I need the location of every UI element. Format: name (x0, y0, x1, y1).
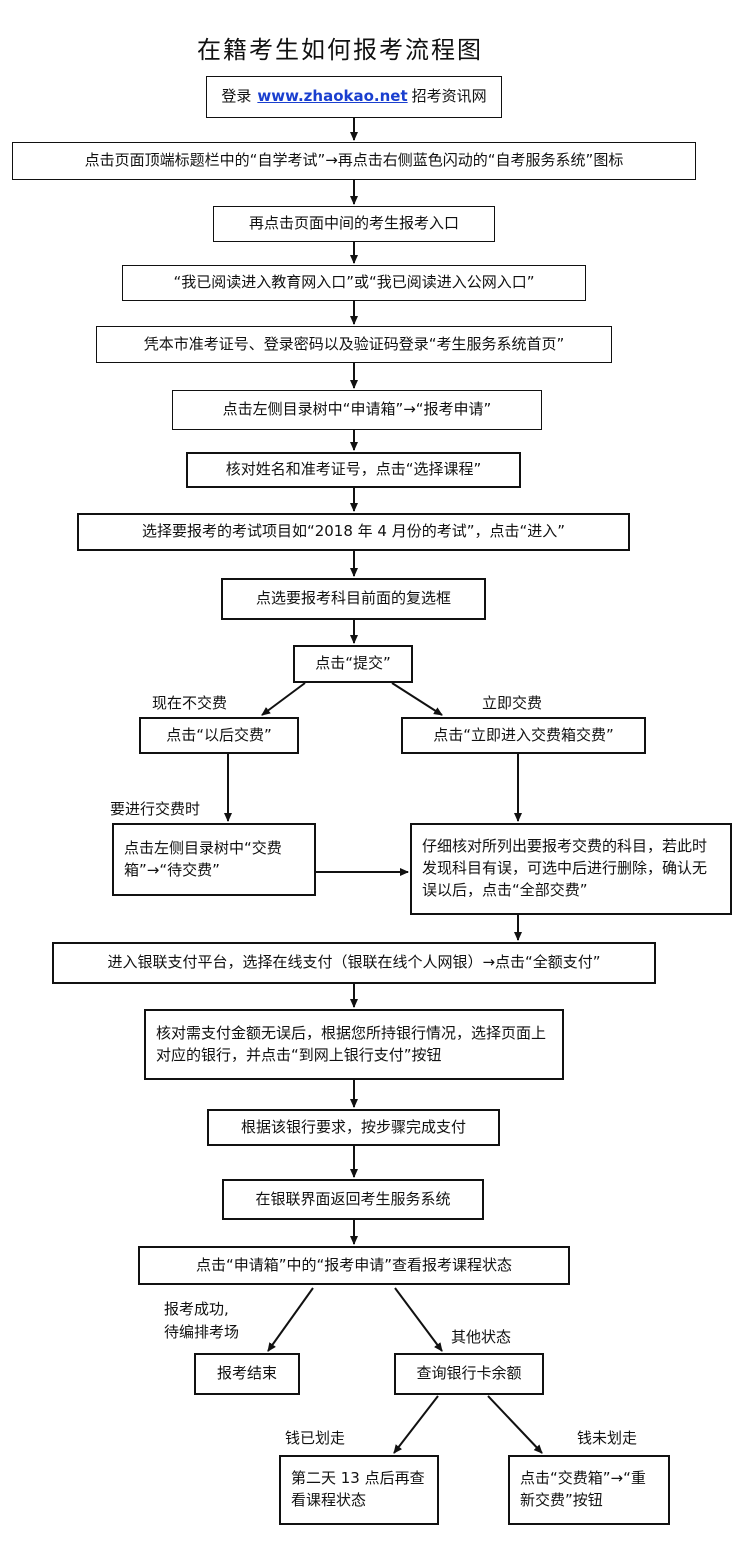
label-other-status: 其他状态 (451, 1328, 512, 1346)
label-success: 报考成功, 待编排考场 (164, 1298, 274, 1343)
step-text: 点击“申请箱”中的“报考申请”查看报考课程状态 (195, 1255, 513, 1274)
step-unionpay: 进入银联支付平台，选择在线支付（银联在线个人网银）→点击“全额支付” (52, 942, 656, 984)
step-pay-later: 点击“以后交费” (139, 717, 299, 754)
login-prefix: 登录 (221, 87, 252, 106)
label-success-line1: 报考成功, (164, 1300, 229, 1318)
step-text: “我已阅读进入教育网入口”或“我已阅读进入公网入口” (173, 273, 535, 292)
step-text: 点击“以后交费” (166, 725, 272, 744)
step-check-tomorrow: 第二天 13 点后再查看课程状态 (279, 1455, 439, 1525)
step-text: 第二天 13 点后再查看课程状态 (291, 1469, 425, 1509)
step-login-system: 凭本市准考证号、登录密码以及验证码登录“考生服务系统首页” (96, 326, 612, 363)
step-click-self-study: 点击页面顶端标题栏中的“自学考试”→再点击右侧蓝色闪动的“自考服务系统”图标 (12, 142, 696, 180)
step-query-balance: 查询银行卡余额 (394, 1353, 544, 1395)
step-submit: 点击“提交” (293, 645, 413, 683)
step-apply-box: 点击左侧目录树中“申请箱”→“报考申请” (172, 390, 542, 430)
step-text: 点选要报考科目前面的复选框 (255, 589, 451, 608)
arrow-to-not-taken (487, 1395, 543, 1454)
step-text: 核对需支付金额无误后，根据您所持银行情况，选择页面上对应的银行，并点击“到网上银… (156, 1023, 547, 1064)
step-text: 选择要报考的考试项目如“2018 年 4 月份的考试”，点击“进入” (141, 522, 566, 541)
step-choose-exam: 选择要报考的考试项目如“2018 年 4 月份的考试”，点击“进入” (77, 513, 630, 551)
site-link[interactable]: www.zhaokao.net (257, 87, 408, 106)
step-text: 报考结束 (216, 1364, 277, 1383)
login-suffix: 招考资讯网 (411, 87, 487, 106)
step-text: 点击页面顶端标题栏中的“自学考试”→再点击右侧蓝色闪动的“自考服务系统”图标 (84, 151, 624, 170)
step-pending-payment: 点击左侧目录树中“交费箱”→“待交费” (112, 823, 316, 896)
label-pay-now: 立即交费 (482, 694, 543, 712)
step-check-status: 点击“申请箱”中的“报考申请”查看报考课程状态 (138, 1246, 570, 1285)
label-when-pay: 要进行交费时 (110, 800, 201, 818)
step-end: 报考结束 (194, 1353, 300, 1395)
label-no-pay-now: 现在不交费 (152, 694, 228, 712)
step-login: 登录 www.zhaokao.net 招考资讯网 (206, 76, 502, 118)
step-text: 查询银行卡余额 (416, 1364, 522, 1383)
arrow-to-end (267, 1287, 314, 1352)
step-text: 点击“立即进入交费箱交费” (433, 725, 614, 744)
step-text: 点击“交费箱”→“重新交费”按钮 (520, 1469, 646, 1509)
step-text: 点击“提交” (315, 654, 391, 673)
step-text: 点击左侧目录树中“交费箱”→“待交费” (124, 838, 282, 879)
step-text: 核对姓名和准考证号，点击“选择课程” (225, 460, 482, 479)
arrow-to-taken (393, 1395, 439, 1454)
diagram-title: 在籍考生如何报考流程图 (197, 36, 483, 64)
arrow-submit-left (261, 682, 306, 716)
label-money-not-taken: 钱未划走 (577, 1429, 638, 1447)
step-text: 根据该银行要求，按步骤完成支付 (240, 1117, 466, 1136)
step-pay-immediately: 点击“立即进入交费箱交费” (401, 717, 646, 754)
step-choose-bank: 核对需支付金额无误后，根据您所持银行情况，选择页面上对应的银行，并点击“到网上银… (144, 1009, 564, 1080)
step-text: 仔细核对所列出要报考交费的科目，若此时发现科目有误，可选中后进行删除，确认无误以… (422, 837, 708, 899)
step-exam-entry: 再点击页面中间的考生报考入口 (213, 206, 495, 242)
label-money-taken: 钱已划走 (285, 1429, 346, 1447)
arrow-to-query (394, 1287, 443, 1352)
step-repay: 点击“交费箱”→“重新交费”按钮 (508, 1455, 670, 1525)
label-success-line2: 待编排考场 (164, 1322, 240, 1341)
step-verify-name: 核对姓名和准考证号，点击“选择课程” (186, 452, 521, 488)
step-text: 进入银联支付平台，选择在线支付（银联在线个人网银）→点击“全额支付” (107, 953, 601, 972)
step-text: 在银联界面返回考生服务系统 (255, 1189, 451, 1208)
step-complete-payment: 根据该银行要求，按步骤完成支付 (207, 1109, 500, 1146)
step-checkbox: 点选要报考科目前面的复选框 (221, 578, 486, 620)
arrow-submit-right (391, 682, 443, 716)
step-verify-subjects: 仔细核对所列出要报考交费的科目，若此时发现科目有误，可选中后进行删除，确认无误以… (410, 823, 732, 915)
step-text: 再点击页面中间的考生报考入口 (248, 214, 459, 233)
step-text: 凭本市准考证号、登录密码以及验证码登录“考生服务系统首页” (143, 334, 565, 353)
step-choose-network: “我已阅读进入教育网入口”或“我已阅读进入公网入口” (122, 265, 586, 301)
step-return-system: 在银联界面返回考生服务系统 (222, 1179, 484, 1220)
step-text: 点击左侧目录树中“申请箱”→“报考申请” (222, 400, 492, 419)
